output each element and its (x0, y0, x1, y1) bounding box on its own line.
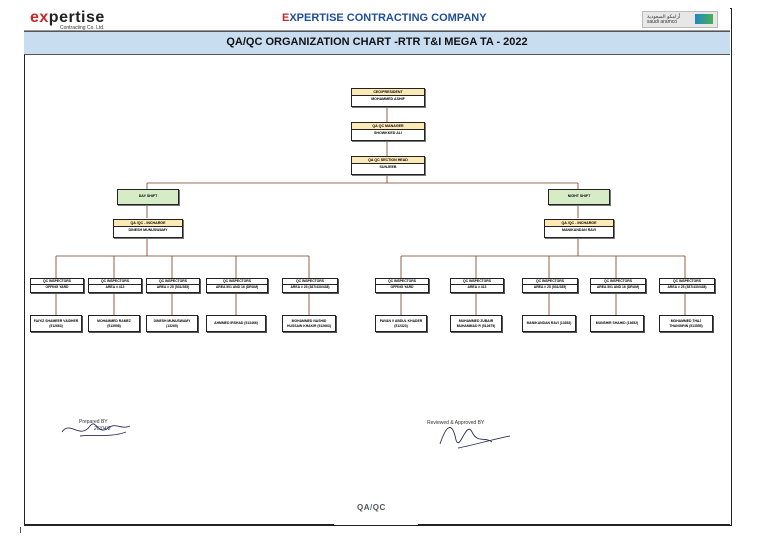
section-head-role: QA QC SECTION HEAD (352, 157, 424, 164)
inspector-role: QC INSPECTORS (591, 279, 645, 285)
inspector-box: QC INSPECTORS AREA # 413 (88, 278, 142, 293)
title-bar: QA/QC ORGANIZATION CHART -RTR T&I MEGA T… (24, 31, 730, 55)
day-incharge-box: QA /QC - INCHARGE DINESH MUNUSWAMY (113, 219, 183, 238)
company-logo: expertise (30, 9, 105, 27)
bottom-border-left (24, 524, 334, 525)
inspector-box: QC INSPECTORS OFFING YARD (30, 278, 84, 293)
night-incharge-name: MANIKANDAN RAVI (561, 228, 597, 232)
inspector-box: QC INSPECTORS OFFING YARD (375, 278, 429, 293)
inspector-area: OFFING YARD (390, 285, 414, 289)
company-name: EXPERTISE CONTRACTING COMPANY (282, 12, 487, 24)
inspector-area: AREA # 25 (387/430/438) (667, 285, 707, 289)
inspector-role: QC INSPECTORS (283, 279, 337, 285)
inspector-name-box: MOHAMMED RAMEZ (513998) (88, 315, 140, 332)
day-shift-box: DAY SHIFT (117, 189, 179, 205)
logo-ex: ex (30, 9, 49, 26)
aramco-mark-icon (695, 14, 713, 24)
inspector-area: AREA # 25 (531/285) (533, 285, 567, 289)
inspector-box: QC INSPECTORS AREA # 25 (387/430/438) (659, 278, 715, 293)
inspector-role: QC INSPECTORS (376, 279, 428, 285)
inspector-box: QC INSPECTORS AREA # 413 (450, 278, 504, 293)
inspector-box: QC INSPECTORS AREA # 25 (387/430/438) (282, 278, 338, 293)
inspector-role: QC INSPECTORS (207, 279, 267, 285)
inspector-role: QC INSPECTORS (31, 279, 83, 285)
night-shift-box: NIGHT SHIFT (548, 189, 610, 205)
inspector-area: AREA 501 AND 16 (DRUM) (215, 285, 259, 289)
inspector-name-box: MUNSHIR SHAHID (13652) (590, 315, 644, 332)
section-head-box: QA QC SECTION HEAD SUNJEEB (351, 156, 425, 175)
company-name-rest: XPERTISE CONTRACTING COMPANY (289, 12, 487, 24)
bottom-border-right (418, 524, 730, 525)
prepared-by-date: 26/04/2 (94, 426, 111, 432)
logo-rest: pertise (48, 9, 105, 26)
reviewed-by-label: Reviewed & Approved BY (427, 420, 485, 426)
qaqc-manager-role: QA QC MANAGER (352, 123, 424, 130)
inspector-area: AREA # 25 (531/285) (156, 285, 190, 289)
qaqc-footer-qc: QC (372, 503, 386, 512)
inspector-box: QC INSPECTORS AREA # 25 (531/285) (522, 278, 578, 293)
inspector-name-box: DINESH MUNUSWAMY (13265) (146, 315, 198, 332)
header-bar (24, 8, 730, 31)
logo-subtitle: Contracting Co. Ltd. (60, 25, 105, 31)
qaqc-footer-qa: QA (357, 503, 370, 512)
aramco-logo-text: أرامكو السعودية saudi aramco (647, 14, 681, 25)
signature-strokes (61, 423, 511, 449)
inspector-area: AREA 501 AND 16 (DRUM) (596, 285, 640, 289)
qaqc-footer-slash: / (370, 503, 373, 512)
aramco-logo: أرامكو السعودية saudi aramco (642, 11, 718, 28)
night-incharge-role: QA /QC - INCHARGE (545, 220, 613, 227)
inspector-area: OFFING YARD (45, 285, 69, 289)
inspector-name-box: MANIKANDAN RAVI (13392) (522, 315, 576, 332)
qaqc-manager-box: QA QC MANAGER SHOWKKED ALI (351, 122, 425, 141)
day-incharge-role: QA /QC - INCHARGE (114, 220, 182, 227)
inspector-name-box: FAIYIZ SHAMEER VAIDHER (512663) (30, 315, 82, 332)
inspector-name-box: PAVAN V ABDUL KHADER (512323) (375, 315, 427, 332)
inspector-name-box: MOHAMMED THAJ THANGIRIN (513555) (659, 315, 713, 332)
inspector-role: QC INSPECTORS (660, 279, 714, 285)
inspector-role: QC INSPECTORS (147, 279, 199, 285)
ceo-role: CEO/PRESIDENT (352, 89, 424, 96)
inspector-role: QC INSPECTORS (523, 279, 577, 285)
page-corner-mark (20, 527, 25, 533)
qaqc-manager-name: SHOWKKED ALI (373, 131, 403, 135)
inspector-box: QC INSPECTORS AREA 501 AND 16 (DRUM) (206, 278, 268, 293)
ceo-box: CEO/PRESIDENT MOHAMMED ASHIF (351, 88, 425, 107)
chart-title: QA/QC ORGANIZATION CHART -RTR T&I MEGA T… (226, 36, 528, 48)
inspector-role: QC INSPECTORS (451, 279, 503, 285)
inspector-area: AREA # 413 (467, 285, 487, 289)
ceo-name: MOHAMMED ASHIF (371, 97, 405, 101)
inspector-name-box: MUHAMMED ZUBAIR MUHAMMAD R (512675) (450, 315, 502, 332)
day-incharge-name: DINESH MUNUSWAMY (128, 228, 168, 232)
section-head-name: SUNJEEB (379, 165, 397, 169)
prepared-by-label: Prepared BY (79, 419, 108, 425)
inspector-box: QC INSPECTORS AREA 501 AND 16 (DRUM) (590, 278, 646, 293)
company-name-first: E (282, 12, 290, 24)
inspector-box: QC INSPECTORS AREA # 25 (531/285) (146, 278, 200, 293)
inspector-area: AREA # 413 (105, 285, 125, 289)
night-incharge-box: QA /QC - INCHARGE MANIKANDAN RAVI (544, 219, 614, 238)
inspector-name-box: MOHAMMED NASHID HUSSAIN KHAKIR (512663) (282, 315, 336, 332)
inspector-role: QC INSPECTORS (89, 279, 141, 285)
qaqc-footer-logo: QA/QC (357, 503, 386, 512)
inspector-name-box: AHMMED IRSHAD (513466) (206, 315, 266, 332)
inspector-area: AREA # 25 (387/430/438) (290, 285, 330, 289)
